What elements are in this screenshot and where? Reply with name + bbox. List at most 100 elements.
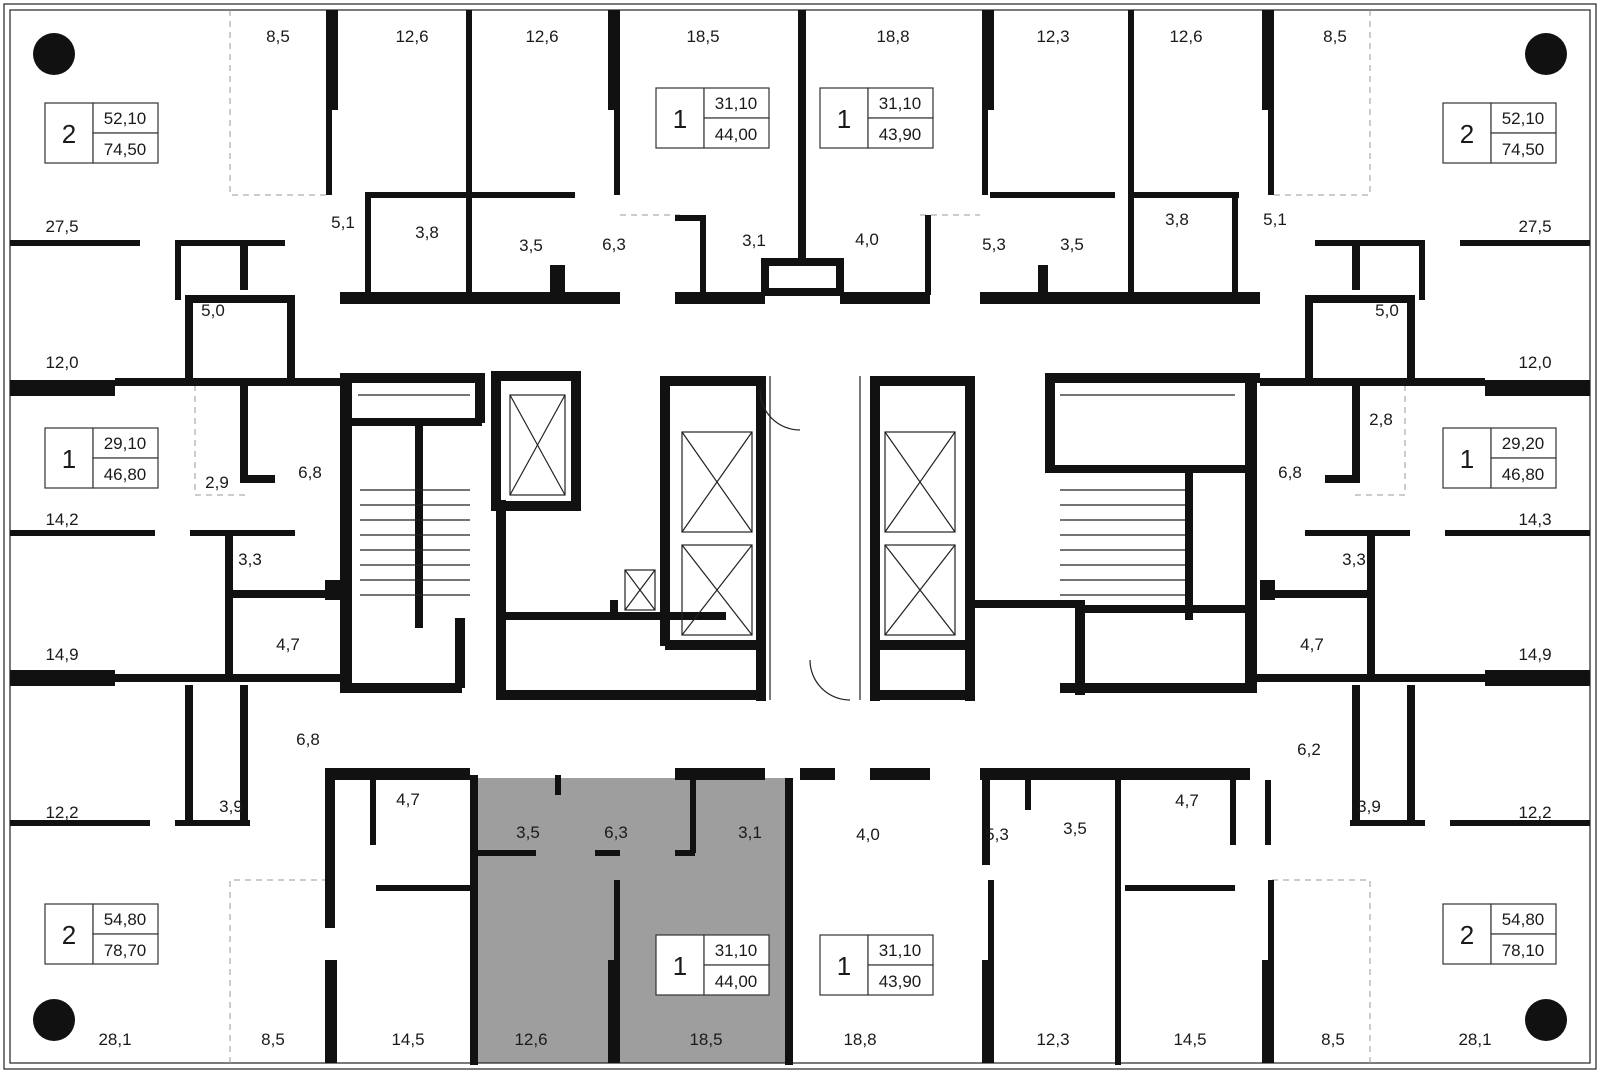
apartment-card-top-center-right[interactable]: 1 31,10 43,90 <box>819 87 934 149</box>
svg-text:74,50: 74,50 <box>1502 140 1545 159</box>
svg-text:4,7: 4,7 <box>396 790 420 809</box>
svg-text:52,10: 52,10 <box>1502 109 1545 128</box>
svg-text:4,7: 4,7 <box>276 635 300 654</box>
svg-text:2: 2 <box>1460 119 1474 149</box>
apartment-card-top-right[interactable]: 2 52,10 74,50 <box>1442 102 1557 164</box>
svg-text:43,90: 43,90 <box>879 125 922 144</box>
column-top-left <box>33 33 75 75</box>
svg-text:6,8: 6,8 <box>296 730 320 749</box>
svg-text:8,5: 8,5 <box>266 27 290 46</box>
svg-text:2: 2 <box>1460 920 1474 950</box>
svg-text:2: 2 <box>62 119 76 149</box>
furniture-zones <box>194 10 1406 1063</box>
svg-text:18,5: 18,5 <box>686 27 719 46</box>
svg-text:3,5: 3,5 <box>1060 235 1084 254</box>
svg-text:4,7: 4,7 <box>1300 635 1324 654</box>
svg-text:28,1: 28,1 <box>1458 1030 1491 1049</box>
svg-text:14,5: 14,5 <box>1173 1030 1206 1049</box>
svg-text:5,1: 5,1 <box>1263 210 1287 229</box>
svg-text:31,10: 31,10 <box>715 94 758 113</box>
highlighted-apartment-area <box>473 778 792 1063</box>
svg-text:8,5: 8,5 <box>1321 1030 1345 1049</box>
walls <box>10 10 1590 1065</box>
column-top-right <box>1525 33 1567 75</box>
svg-text:3,5: 3,5 <box>516 823 540 842</box>
svg-text:3,1: 3,1 <box>742 231 766 250</box>
svg-text:4,0: 4,0 <box>856 825 880 844</box>
svg-text:5,3: 5,3 <box>982 235 1006 254</box>
svg-text:12,3: 12,3 <box>1036 27 1069 46</box>
apartment-card-bottom-right[interactable]: 2 54,80 78,10 <box>1442 903 1557 965</box>
column-bottom-right <box>1525 999 1567 1041</box>
apartment-card-bottom-center-left[interactable]: 1 31,10 44,00 <box>655 934 770 996</box>
svg-text:8,5: 8,5 <box>1323 27 1347 46</box>
svg-text:3,8: 3,8 <box>1165 210 1189 229</box>
svg-text:12,6: 12,6 <box>514 1030 547 1049</box>
svg-text:52,10: 52,10 <box>104 109 147 128</box>
svg-text:27,5: 27,5 <box>45 217 78 236</box>
svg-text:46,80: 46,80 <box>104 465 147 484</box>
svg-text:43,90: 43,90 <box>879 972 922 991</box>
svg-text:29,10: 29,10 <box>104 434 147 453</box>
svg-text:5,0: 5,0 <box>1375 301 1399 320</box>
svg-text:5,1: 5,1 <box>331 213 355 232</box>
svg-text:14,9: 14,9 <box>45 645 78 664</box>
column-bottom-left <box>33 999 75 1041</box>
svg-text:6,8: 6,8 <box>298 463 322 482</box>
svg-text:14,3: 14,3 <box>1518 510 1551 529</box>
svg-text:12,0: 12,0 <box>45 353 78 372</box>
apartment-card-mid-right[interactable]: 1 29,20 46,80 <box>1442 427 1557 489</box>
svg-text:31,10: 31,10 <box>879 941 922 960</box>
svg-text:3,5: 3,5 <box>1063 819 1087 838</box>
svg-text:12,6: 12,6 <box>1169 27 1202 46</box>
svg-text:3,9: 3,9 <box>1357 797 1381 816</box>
svg-text:2,8: 2,8 <box>1369 410 1393 429</box>
svg-text:1: 1 <box>837 951 851 981</box>
facade-outer <box>3 3 1597 1070</box>
apartment-card-top-center-left[interactable]: 1 31,10 44,00 <box>655 87 770 149</box>
svg-text:5,3: 5,3 <box>985 825 1009 844</box>
core-details <box>358 376 1235 701</box>
room-labels-top-service: 5,1 3,8 3,5 6,3 3,1 4,0 5,3 3,5 3,8 5,1 <box>331 210 1287 255</box>
svg-text:1: 1 <box>837 104 851 134</box>
svg-text:31,10: 31,10 <box>715 941 758 960</box>
svg-text:3,5: 3,5 <box>519 236 543 255</box>
svg-text:2: 2 <box>62 920 76 950</box>
svg-text:6,2: 6,2 <box>1297 740 1321 759</box>
svg-text:44,00: 44,00 <box>715 125 758 144</box>
svg-text:28,1: 28,1 <box>98 1030 131 1049</box>
svg-text:31,10: 31,10 <box>879 94 922 113</box>
room-labels-top-row: 8,5 12,6 12,6 18,5 18,8 12,3 12,6 8,5 <box>266 27 1347 46</box>
svg-text:14,9: 14,9 <box>1518 645 1551 664</box>
apartment-card-bottom-left[interactable]: 2 54,80 78,70 <box>44 903 159 965</box>
svg-text:54,80: 54,80 <box>1502 910 1545 929</box>
svg-text:18,8: 18,8 <box>843 1030 876 1049</box>
svg-text:4,0: 4,0 <box>855 230 879 249</box>
room-labels-left-side: 27,5 5,0 12,0 2,9 6,8 14,2 3,3 4,7 14,9 … <box>45 217 321 822</box>
apartment-card-top-left[interactable]: 2 52,10 74,50 <box>44 102 159 164</box>
svg-text:14,5: 14,5 <box>391 1030 424 1049</box>
room-labels-bottom-row: 28,1 8,5 14,5 12,6 18,5 18,8 12,3 14,5 8… <box>98 1030 1491 1049</box>
svg-text:5,0: 5,0 <box>201 301 225 320</box>
svg-text:12,6: 12,6 <box>525 27 558 46</box>
svg-text:29,20: 29,20 <box>1502 434 1545 453</box>
room-labels-right-side: 27,5 5,0 12,0 2,8 6,8 14,3 3,3 4,7 14,9 … <box>1278 217 1551 822</box>
svg-text:3,8: 3,8 <box>415 223 439 242</box>
svg-text:18,5: 18,5 <box>689 1030 722 1049</box>
svg-text:27,5: 27,5 <box>1518 217 1551 236</box>
svg-text:18,8: 18,8 <box>876 27 909 46</box>
svg-text:1: 1 <box>62 444 76 474</box>
svg-text:3,1: 3,1 <box>738 823 762 842</box>
room-labels-bottom-service: 4,7 3,5 6,3 3,1 4,0 5,3 3,5 4,7 <box>396 790 1199 844</box>
svg-text:44,00: 44,00 <box>715 972 758 991</box>
svg-text:1: 1 <box>673 951 687 981</box>
apartment-card-mid-left[interactable]: 1 29,10 46,80 <box>44 427 159 489</box>
svg-text:2,9: 2,9 <box>205 473 229 492</box>
svg-text:12,3: 12,3 <box>1036 1030 1069 1049</box>
svg-text:46,80: 46,80 <box>1502 465 1545 484</box>
svg-text:8,5: 8,5 <box>261 1030 285 1049</box>
svg-text:74,50: 74,50 <box>104 140 147 159</box>
apartment-card-bottom-center-right[interactable]: 1 31,10 43,90 <box>819 934 934 996</box>
svg-text:78,70: 78,70 <box>104 941 147 960</box>
